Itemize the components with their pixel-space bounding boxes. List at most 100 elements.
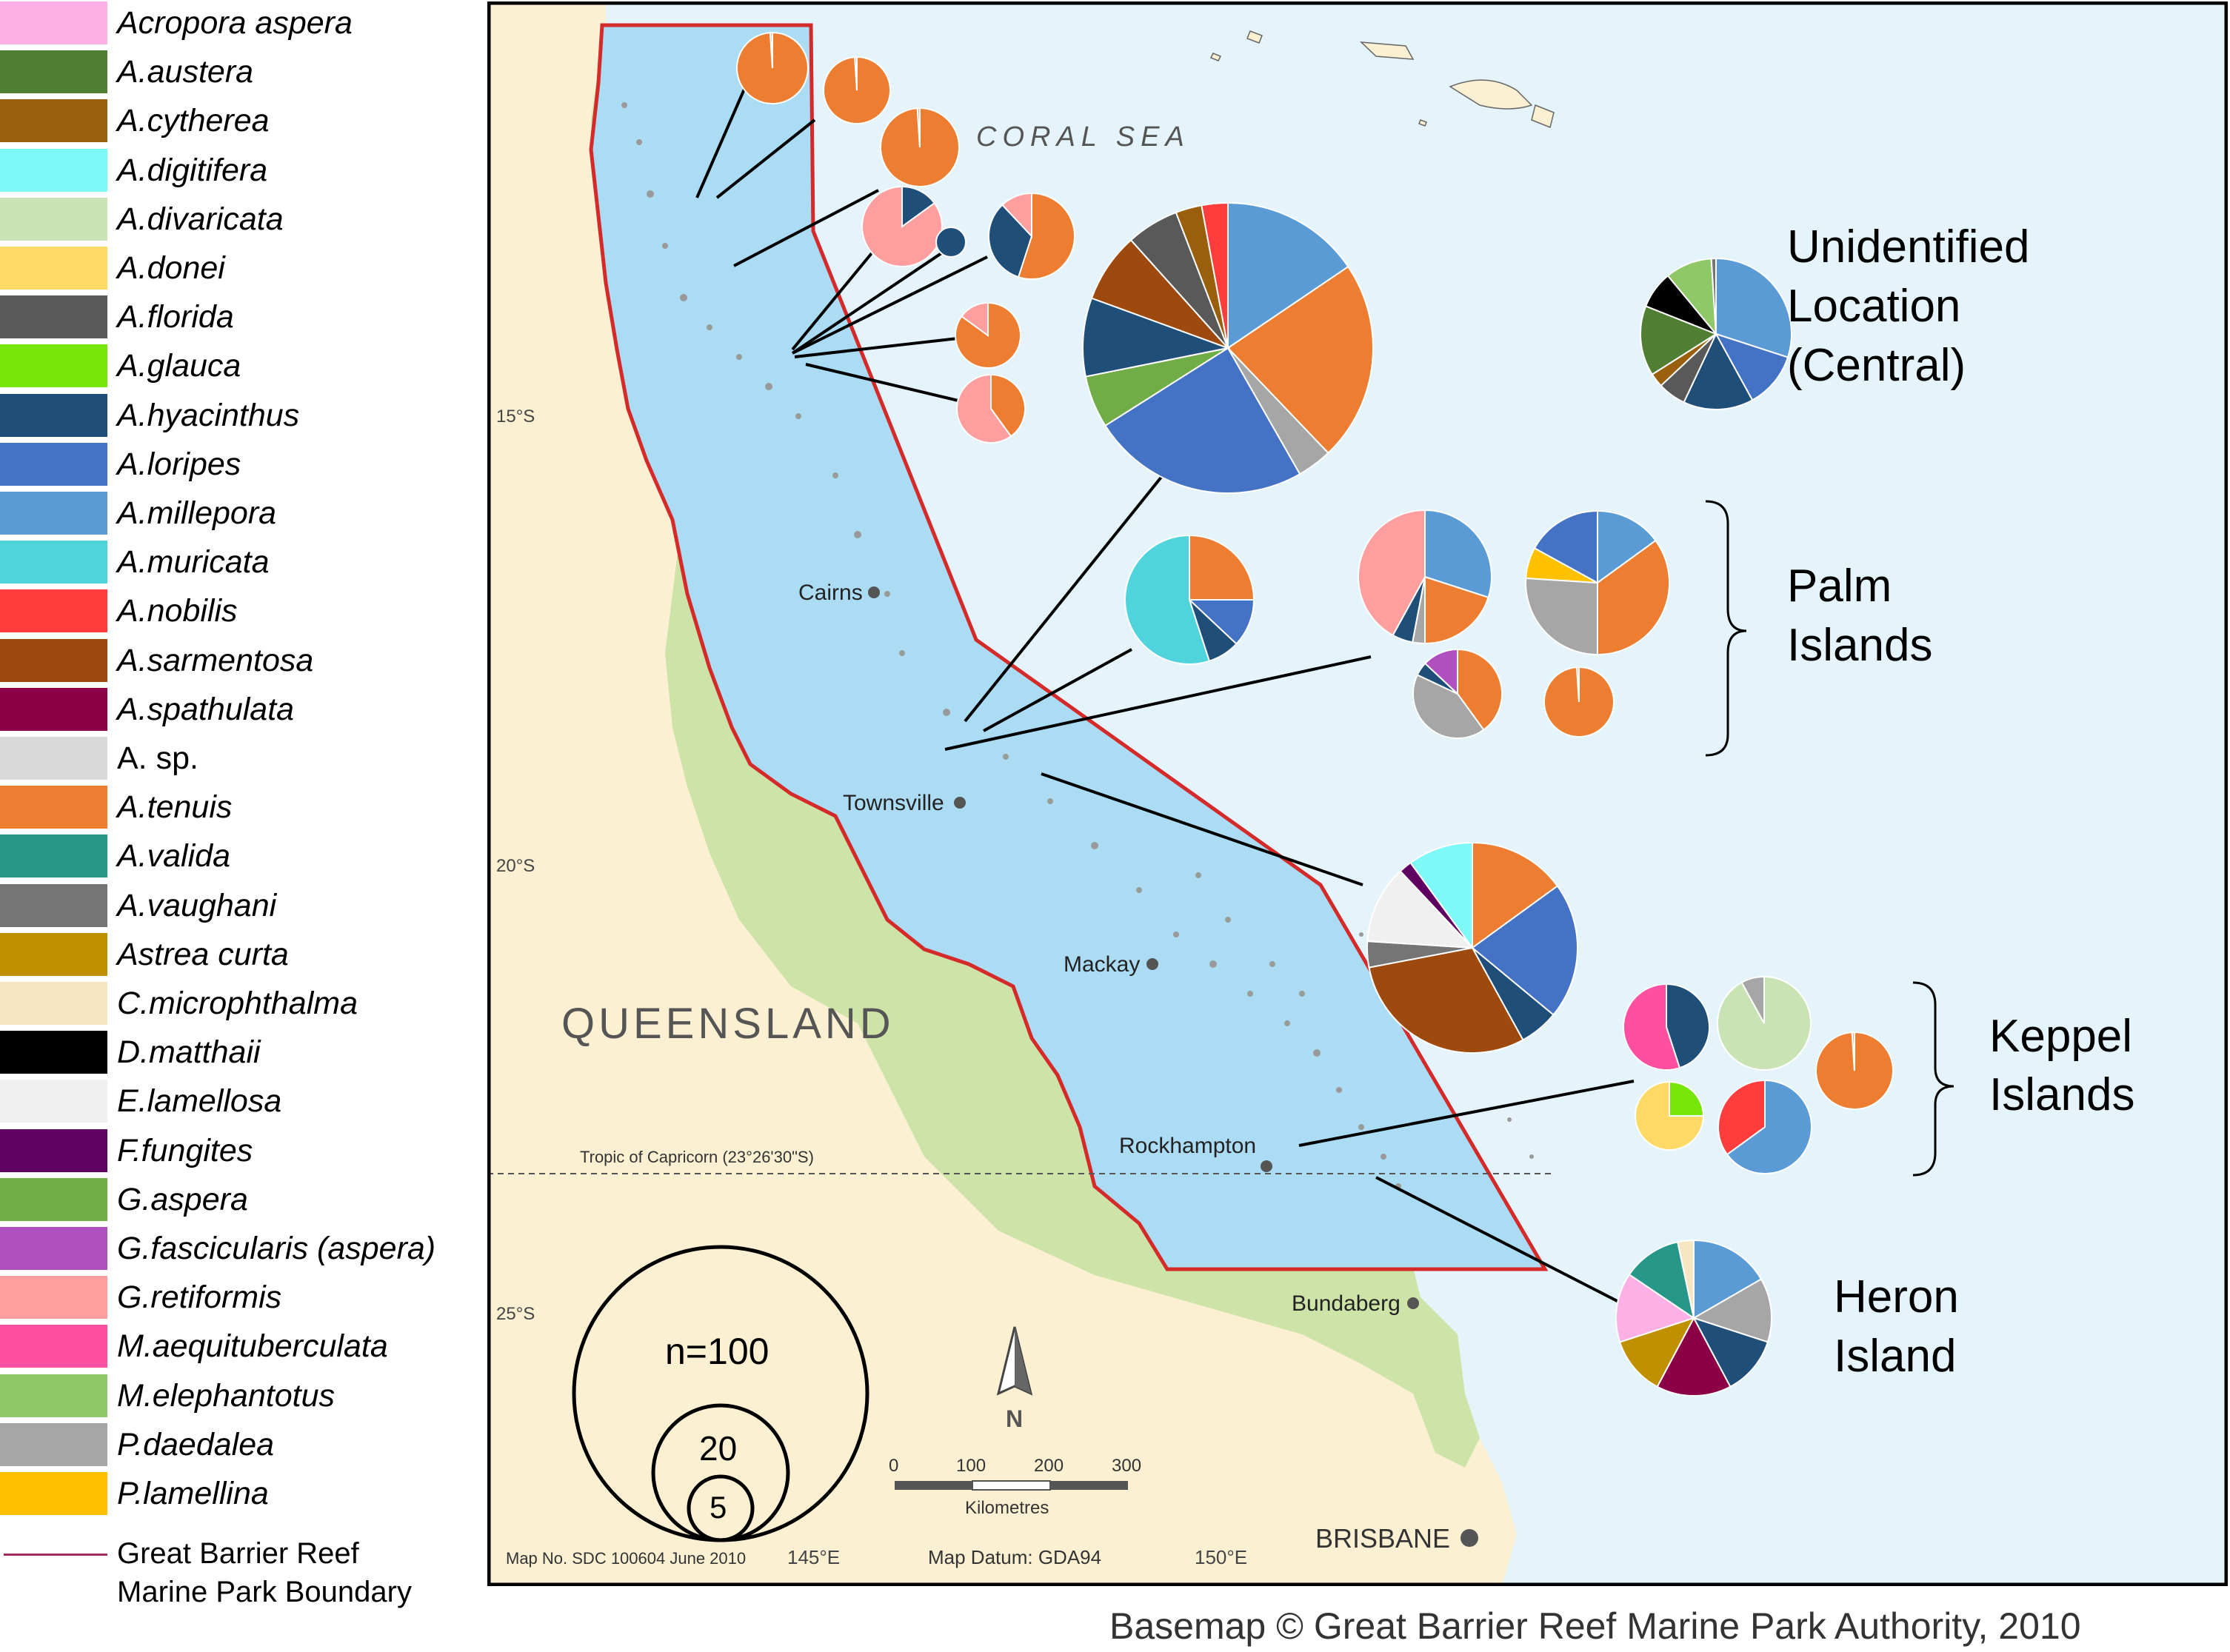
legend-item: F.fungites — [0, 1128, 481, 1172]
pie-slice — [1082, 297, 1231, 378]
legend-label: C.microphthalma — [117, 986, 358, 1021]
legend-swatch — [0, 786, 107, 829]
city-label-bundaberg: Bundaberg — [1292, 1291, 1401, 1316]
scale-tick-200: 200 — [1034, 1456, 1064, 1476]
legend-swatch — [0, 835, 107, 878]
legend-label: M.aequituberculata — [117, 1328, 388, 1365]
legend-label: A.nobilis — [117, 593, 238, 629]
legend-label: A.loripes — [117, 446, 241, 482]
pie-slice — [990, 373, 1026, 438]
label-heron-2: Island — [1834, 1331, 1956, 1382]
pie-slice — [1471, 885, 1578, 1016]
pie-slice — [1740, 975, 1765, 1024]
legend-label: G.retiformis — [117, 1280, 282, 1316]
legend-item: A.digitifera — [0, 147, 481, 192]
legend-swatch — [0, 1472, 107, 1515]
legend-label: A.austera — [117, 54, 254, 90]
pie-slice — [1366, 870, 1475, 949]
pie-slice — [1683, 332, 1754, 410]
legend-label: A.millepora — [117, 495, 277, 531]
legend-item: A.millepora — [0, 490, 481, 535]
legend-item: A.loripes — [0, 441, 481, 486]
pie-20 — [1717, 1079, 1812, 1174]
pie-slice — [1189, 534, 1255, 601]
legend-item: A.donei — [0, 245, 481, 290]
pie-14 — [1543, 666, 1615, 738]
legend-item: A.austera — [0, 49, 481, 94]
pie-slice — [1710, 257, 1717, 335]
pie-slice — [1618, 1317, 1696, 1388]
cairns-dot — [868, 586, 880, 598]
legend-item: G.aspera — [0, 1177, 481, 1221]
legend-label: Astrea curta — [117, 936, 289, 972]
map-number: Map No. SDC 100604 June 2010 — [506, 1549, 746, 1568]
islands — [1209, 30, 1555, 129]
pie-slice — [1424, 509, 1492, 599]
legend-item: A.hyacinthus — [0, 392, 481, 437]
pie-slice — [1597, 539, 1670, 656]
legend-swatch — [0, 883, 107, 927]
legend-item: P.daedalea — [0, 1422, 481, 1466]
legend-label: A.tenuis — [117, 789, 233, 826]
north-arrow-icon: N — [996, 1326, 1033, 1432]
legend-swatch — [0, 1325, 107, 1368]
legend-swatch — [0, 589, 107, 633]
legend-label: A.donei — [117, 250, 225, 286]
bracket-palm — [1705, 500, 1747, 757]
legend-item: M.aequituberculata — [0, 1323, 481, 1368]
scale-bar: 0 100 200 300 Kilometres — [889, 1456, 1141, 1518]
legend-swatch — [0, 1031, 107, 1074]
pie-slice — [1717, 1079, 1766, 1156]
pie-slice — [854, 56, 858, 91]
pie-5 — [988, 192, 1075, 280]
city-label-brisbane: BRISBANE — [1315, 1523, 1450, 1554]
legend-item: M.elephantotus — [0, 1373, 481, 1417]
north-label: N — [1006, 1405, 1023, 1432]
pie-slice — [1628, 1241, 1695, 1320]
legend-swatch — [0, 247, 107, 290]
pie-17 — [1717, 975, 1812, 1071]
pie-4 — [935, 227, 967, 258]
pie-slice — [1368, 946, 1524, 1054]
legend-label: G.aspera — [117, 1181, 248, 1217]
pie-21 — [1615, 1239, 1772, 1397]
size-key-5: 5 — [710, 1490, 727, 1525]
legend-swatch — [0, 442, 107, 486]
boundary-line-swatch — [4, 1554, 107, 1556]
legend-swatch — [0, 1080, 107, 1123]
size-key-20: 20 — [699, 1429, 737, 1468]
legend-label: A.florida — [117, 299, 234, 335]
legend-swatch — [0, 1227, 107, 1270]
pie-slice — [1472, 841, 1559, 949]
legend-item: A.nobilis — [0, 588, 481, 633]
map-canvas: Tropic of Capricorn (23°26'30"S) 15°S 20… — [487, 1, 2228, 1586]
label-palm-2: Islands — [1787, 620, 1932, 671]
label-palm-1: Palm — [1787, 561, 1892, 612]
legend-item: A.vaughani — [0, 883, 481, 927]
pie-slice — [1412, 674, 1485, 740]
pie-slice — [988, 204, 1033, 278]
legend-swatch — [0, 295, 107, 339]
pie-slice — [1423, 648, 1458, 696]
legend-boundary-line2: Marine Park Boundary — [117, 1576, 412, 1608]
legend-swatch — [0, 1422, 107, 1466]
legend-label: D.matthaii — [117, 1034, 261, 1071]
legend-swatch — [0, 1374, 107, 1417]
map-datum: Map Datum: GDA94 — [928, 1546, 1101, 1568]
pie-slice — [1001, 192, 1032, 238]
pie-slice — [1533, 509, 1598, 584]
legend-item: A. sp. — [0, 735, 481, 780]
pie-slice — [1640, 305, 1718, 376]
legend-item: D.matthaii — [0, 1029, 481, 1074]
legend-swatch — [0, 50, 107, 94]
pie-18 — [1815, 1031, 1894, 1110]
pie-slice — [1187, 599, 1255, 645]
legend-label: A.hyacinthus — [117, 397, 300, 433]
pie-slice — [1457, 648, 1503, 731]
legend-label: A.muricata — [117, 544, 270, 581]
legend-item: G.fascicularis (aspera) — [0, 1225, 481, 1270]
legend-label: A.valida — [117, 838, 230, 875]
lat-label-15: 15°S — [496, 407, 535, 427]
pie-slice — [1669, 1080, 1705, 1117]
